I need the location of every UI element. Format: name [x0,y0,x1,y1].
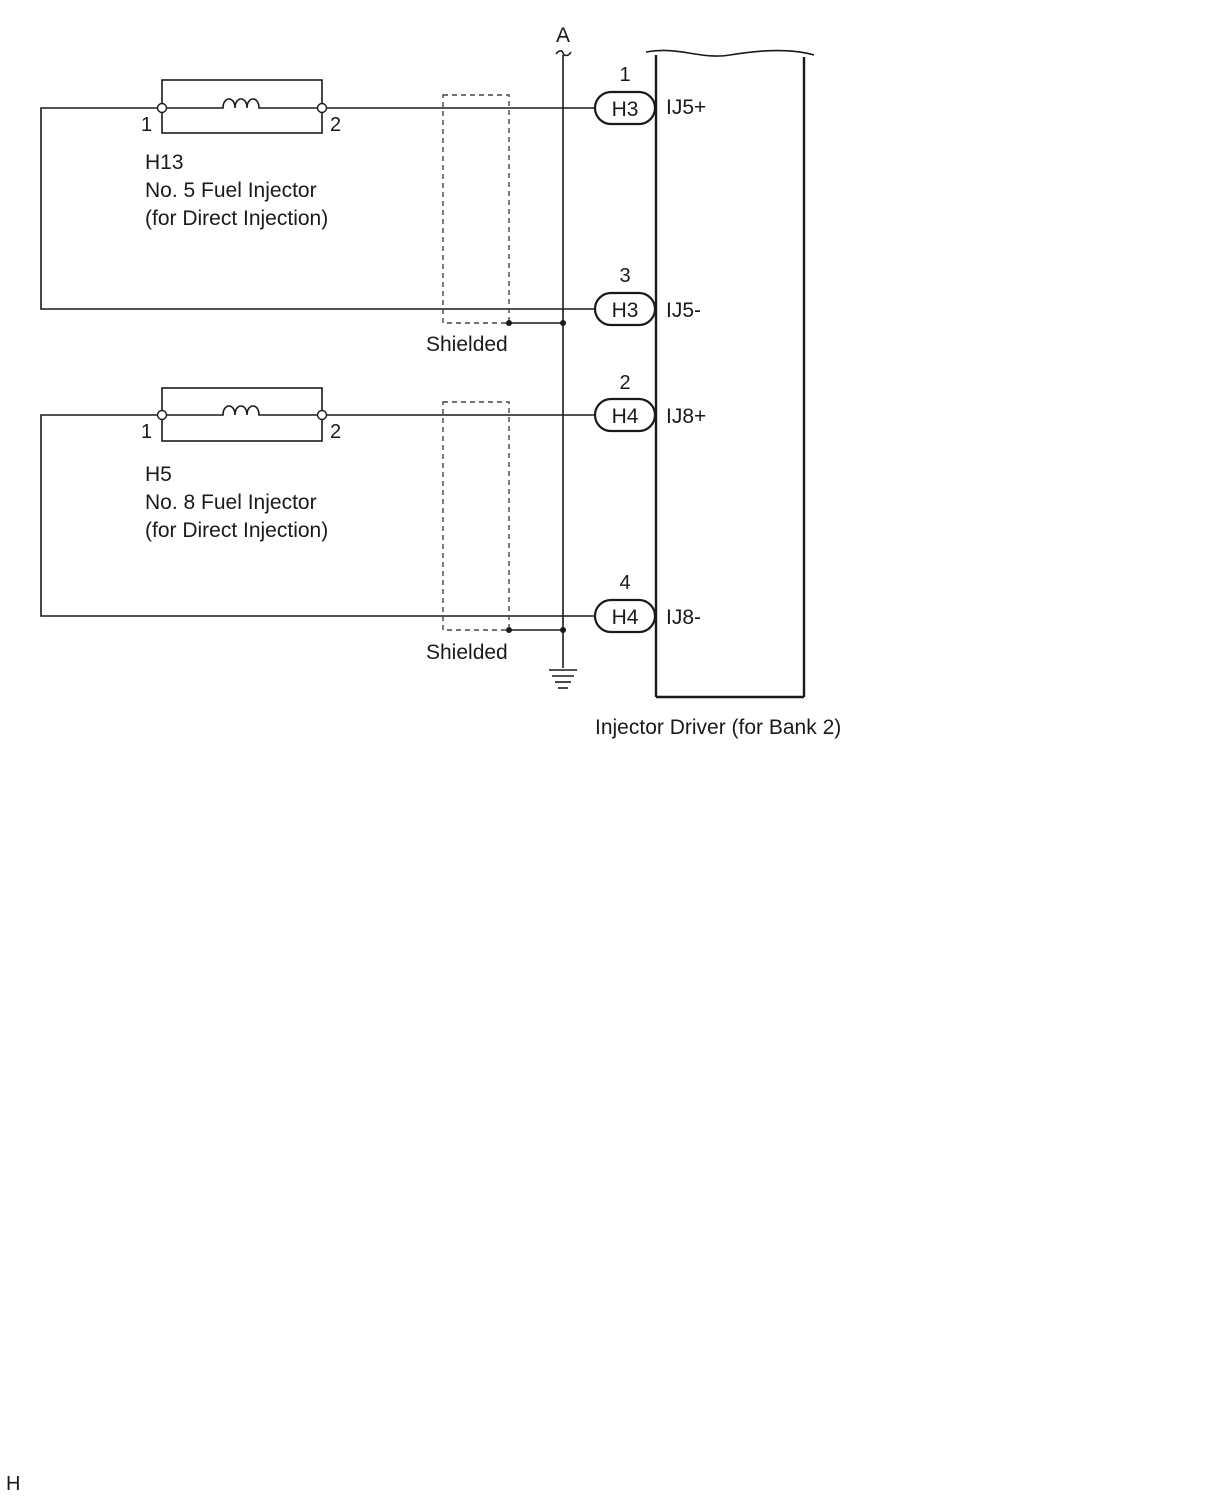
terminal-ij8-minus: H4 4 IJ8- [593,572,701,634]
terminal-ij5-minus: H3 3 IJ5- [593,265,701,327]
terminal-signal: IJ8- [666,606,701,629]
injector-driver-box [645,49,815,699]
shield-bus-a [549,50,577,689]
terminal-pin: 1 [619,64,630,86]
injector-code: H13 [145,151,184,174]
footer-code: H [6,1473,20,1495]
injector-driver-label: Injector Driver (for Bank 2) [595,716,841,739]
circuit-injector-5 [40,79,595,326]
injector-note: (for Direct Injection) [145,519,328,542]
injector-pin-left: 1 [141,114,152,136]
shield-label: Shielded [426,641,508,664]
terminal-ij8-plus: H4 2 IJ8+ [593,372,706,433]
injector-code: H5 [145,463,172,486]
terminal-pin: 4 [619,572,630,594]
terminal-pin: 3 [619,265,630,287]
bus-label-a: A [556,24,570,47]
injector-pin-left: 1 [141,421,152,443]
injector-body [161,79,323,134]
injector-pin-right: 2 [330,421,341,443]
terminal-signal: IJ5+ [666,96,706,119]
terminal-connector: H3 [612,98,639,121]
terminal-connector: H4 [612,606,639,629]
shield-box [442,94,510,324]
ground-icon [549,669,577,689]
terminal-ij5-plus: H3 1 IJ5+ [593,64,706,126]
injector-name: No. 5 Fuel Injector [145,179,317,202]
terminal-connector: H4 [612,405,639,428]
injector-note: (for Direct Injection) [145,207,328,230]
terminal-pin: 2 [619,372,630,394]
terminal-signal: IJ5- [666,299,701,322]
coil-icon [162,405,322,416]
injector-pin-right: 2 [330,114,341,136]
terminal-connector: H3 [612,299,639,322]
circuit-injector-8 [40,387,595,633]
coil-icon [162,98,322,109]
shield-box [442,401,510,631]
injector-name: No. 8 Fuel Injector [145,491,317,514]
terminal-signal: IJ8+ [666,405,706,428]
shield-label: Shielded [426,333,508,356]
